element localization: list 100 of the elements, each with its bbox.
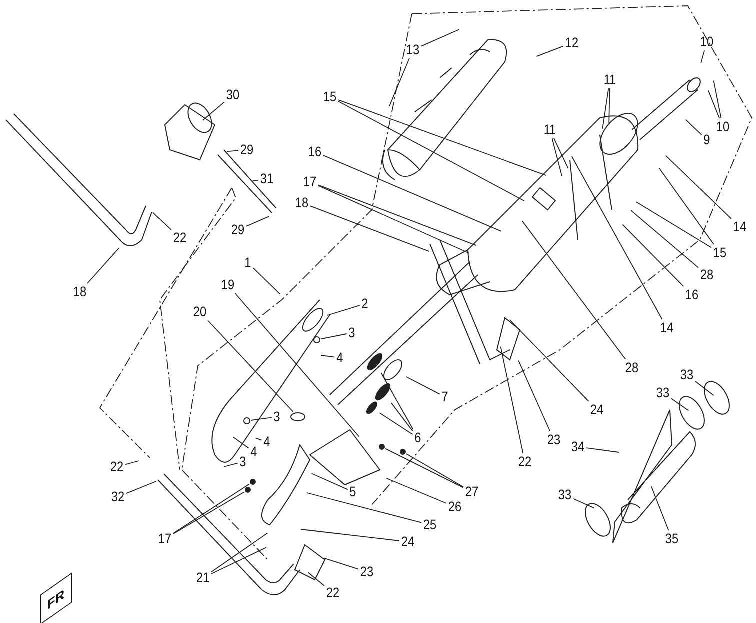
leader-line xyxy=(223,462,238,468)
leader-line xyxy=(327,305,360,316)
leader-line xyxy=(308,572,325,586)
leader-line xyxy=(306,492,422,524)
callout-number: 30 xyxy=(226,88,240,102)
leader-line xyxy=(310,206,430,252)
callout-number: 17 xyxy=(302,174,318,190)
callout-number: 10 xyxy=(716,120,730,134)
leader-line xyxy=(255,438,262,441)
leader-line xyxy=(695,381,714,396)
callout-number: 11 xyxy=(602,72,618,88)
leader-line xyxy=(318,184,477,246)
leader-line xyxy=(318,185,470,254)
callout-number: 27 xyxy=(464,484,480,500)
leader-line xyxy=(602,88,610,130)
leader-line xyxy=(636,202,712,248)
leader-line xyxy=(421,29,460,47)
leader-line xyxy=(586,448,620,453)
callout-number: 17 xyxy=(158,532,172,546)
callout-number: 11 xyxy=(542,122,558,138)
leader-line xyxy=(125,460,140,466)
leader-line xyxy=(573,498,595,509)
callout-number: 4 xyxy=(262,434,272,450)
leader-line xyxy=(391,402,414,432)
leader-line xyxy=(380,372,414,430)
leader-line xyxy=(658,168,714,245)
leader-line xyxy=(232,436,250,449)
leader-line xyxy=(379,412,414,436)
clamp-bolt xyxy=(314,336,320,344)
spring xyxy=(375,383,391,401)
callout-number: 4 xyxy=(250,444,258,460)
leader-line xyxy=(622,224,684,287)
callout-number: 10 xyxy=(700,34,714,50)
callout-number: 28 xyxy=(624,360,640,376)
callout-number: 33 xyxy=(680,368,694,382)
callout-number: 15 xyxy=(712,246,728,260)
bolt xyxy=(245,487,251,493)
leader-line xyxy=(713,80,722,119)
leader-line xyxy=(700,50,706,64)
bolt xyxy=(379,444,385,450)
clamp-bolt xyxy=(244,418,250,424)
callout-number: 4 xyxy=(336,350,344,366)
callout-number: 15 xyxy=(322,90,338,104)
direction-marker: FR xyxy=(40,572,72,623)
leader-line xyxy=(87,248,120,284)
callout-number: 33 xyxy=(558,488,572,502)
leader-line xyxy=(509,319,590,402)
leader-line xyxy=(708,90,720,119)
callout-number: 28 xyxy=(700,268,714,282)
callout-number: 9 xyxy=(702,132,712,148)
callout-number: 12 xyxy=(564,36,580,50)
leader-line xyxy=(173,484,250,534)
callout-number: 31 xyxy=(260,172,274,186)
leader-line xyxy=(126,481,157,494)
callout-number: 24 xyxy=(590,402,604,418)
leader-line xyxy=(300,529,400,542)
leader-line xyxy=(323,558,359,570)
gasket xyxy=(290,412,306,422)
leader-line xyxy=(406,454,464,488)
callout-number: 22 xyxy=(172,230,188,246)
leader-line xyxy=(173,492,245,534)
leader-line xyxy=(665,155,732,220)
callout-number: 3 xyxy=(272,410,282,424)
leader-line xyxy=(386,478,447,504)
callout-number: 13 xyxy=(406,42,420,58)
leader-line xyxy=(608,88,610,124)
bolt xyxy=(250,479,256,485)
callout-number: 22 xyxy=(518,454,532,470)
leader-line xyxy=(406,376,440,395)
leader-line xyxy=(338,101,525,202)
leader-line xyxy=(152,212,172,231)
leader-line xyxy=(202,102,225,121)
callout-number: 6 xyxy=(414,430,422,446)
callout-number: 2 xyxy=(360,296,370,312)
pipe-clamp-ring xyxy=(302,308,324,332)
callout-number: 24 xyxy=(400,534,416,550)
leader-line xyxy=(385,448,464,488)
leader-line xyxy=(207,320,294,412)
leader-line xyxy=(518,360,551,432)
leader-line xyxy=(323,155,502,232)
callout-number: 14 xyxy=(732,220,748,234)
callout-number: 18 xyxy=(72,284,88,300)
leader-line xyxy=(651,486,670,531)
leader-line xyxy=(571,156,663,320)
callout-number: 29 xyxy=(230,222,246,238)
callout-number: 34 xyxy=(570,440,586,454)
bolt xyxy=(400,449,406,455)
leader-line xyxy=(554,138,569,169)
callout-number: 21 xyxy=(196,570,210,586)
spring xyxy=(366,402,378,414)
callout-number: 16 xyxy=(308,144,322,160)
callout-number: 19 xyxy=(220,278,236,292)
leader-line xyxy=(252,268,281,295)
callout-number: 23 xyxy=(360,564,374,580)
callout-number: 1 xyxy=(244,256,252,270)
callout-number: 33 xyxy=(656,386,670,400)
callout-number: 22 xyxy=(326,586,340,600)
leader-line xyxy=(338,100,547,176)
callout-number: 26 xyxy=(448,500,462,514)
callout-number: 22 xyxy=(110,460,124,474)
